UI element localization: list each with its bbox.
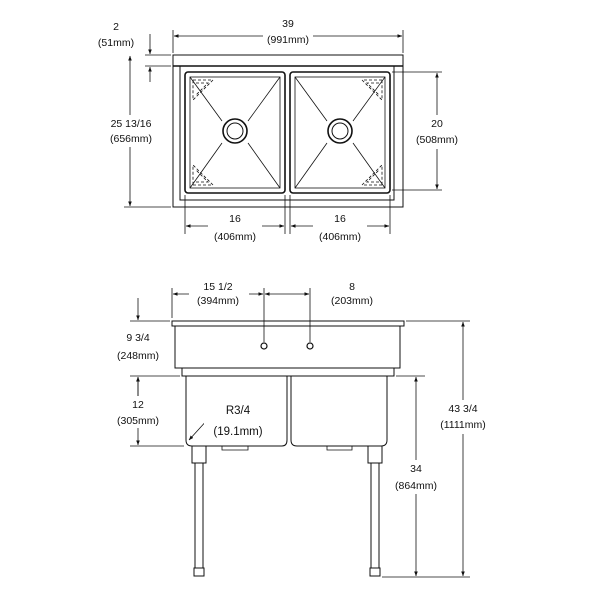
overall-height-metric: (1111mm): [440, 419, 486, 431]
dim-backsplash-depth: 2 (51mm): [98, 21, 171, 82]
overall-height-imperial: 43 3/4: [448, 403, 477, 415]
faucet-from-left-imperial: 15 1/2: [203, 281, 232, 293]
left-drain-icon: [222, 118, 248, 144]
dim-bowl-widths: 16 (406mm) 16 (406mm): [184, 195, 391, 244]
backsplash-depth-metric: (51mm): [98, 37, 134, 49]
dim-drain-radius: R3/4 (19.1mm): [188, 402, 268, 441]
dim-overall-height: 43 3/4 (1111mm): [406, 320, 496, 577]
backsplash-height-metric: (248mm): [117, 350, 159, 362]
top-view: 39 (991mm) 2 (51mm) 25 13/16 (656mm) 20: [98, 14, 466, 244]
bowl-left-width-imperial: 16: [229, 213, 241, 225]
rim-height-metric: (864mm): [395, 480, 437, 492]
legs: [191, 446, 383, 577]
rim-height-imperial: 34: [410, 463, 422, 475]
bowl-left-width-metric: (406mm): [214, 231, 256, 243]
front-view: 15 1/2 (394mm) 8 (203mm) 9 3/4 (248mm) 1…: [105, 280, 496, 578]
deck-edge: [179, 65, 395, 201]
dim-overall-width: 39 (991mm): [172, 14, 404, 53]
faucet-hole-left: [260, 342, 268, 350]
overall-depth-metric: (656mm): [110, 133, 152, 145]
bowl-front-back-imperial: 20: [431, 118, 443, 130]
backsplash-depth-imperial: 2: [113, 21, 119, 33]
right-bowl: [289, 71, 391, 194]
bowl-depth-imperial: 12: [132, 399, 144, 411]
backsplash-front: [174, 325, 401, 369]
bowl-right-width-imperial: 16: [334, 213, 346, 225]
dim-bowl-front-to-back: 20 (508mm): [392, 71, 466, 191]
overall-depth-imperial: 25 13/16: [111, 118, 152, 130]
dim-rim-height: 34 (864mm): [382, 375, 470, 578]
dim-backsplash-height: 9 3/4 (248mm): [105, 298, 180, 398]
faucet-hole-right: [306, 342, 314, 350]
drain-size-metric: (19.1mm): [213, 426, 262, 438]
sink-top-outline: [172, 54, 404, 208]
dim-overall-depth: 25 13/16 (656mm): [100, 55, 171, 208]
faucet-spacing-imperial: 8: [349, 281, 355, 293]
left-bowl-front: [185, 376, 288, 447]
bowl-right-width-metric: (406mm): [319, 231, 361, 243]
bowl-depth-metric: (305mm): [117, 415, 159, 427]
faucet-spacing-metric: (203mm): [331, 295, 373, 307]
dim-bowl-depth: 12 (305mm): [105, 376, 184, 447]
faucet-from-left-metric: (394mm): [197, 295, 239, 307]
rim: [171, 320, 405, 327]
backsplash-height-imperial: 9 3/4: [126, 332, 150, 344]
drain-size-imperial: R3/4: [226, 405, 251, 417]
right-drain-icon: [327, 118, 353, 144]
left-bowl: [184, 71, 286, 194]
dim-faucet-positions: 15 1/2 (394mm) 8 (203mm): [171, 280, 383, 342]
bowl-front-back-metric: (508mm): [416, 134, 458, 146]
right-bowl-front: [290, 376, 388, 447]
overall-width-imperial: 39: [282, 18, 294, 30]
deck-ledge: [181, 367, 395, 377]
overall-width-metric: (991mm): [267, 34, 309, 46]
